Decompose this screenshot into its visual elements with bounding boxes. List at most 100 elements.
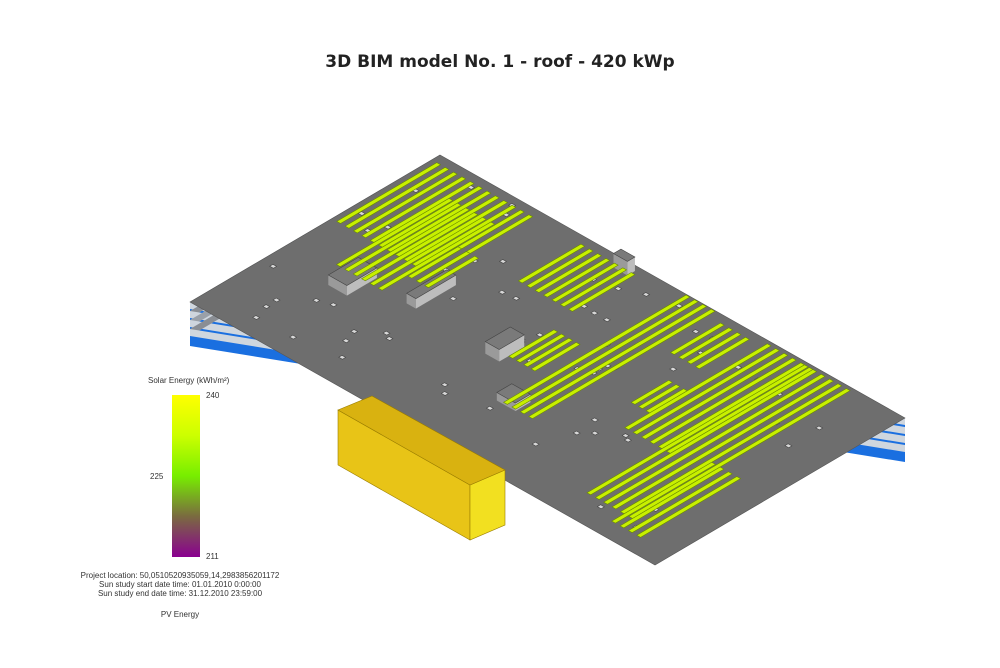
pv-panel-row	[415, 251, 471, 284]
pv-panel-row	[630, 379, 674, 405]
pv-panel-row	[694, 336, 750, 370]
roof-vent	[590, 310, 599, 316]
roof-vent	[784, 443, 793, 449]
pv-panel-row	[336, 162, 442, 224]
legend-title: Solar Energy (kWh/m²)	[148, 376, 230, 385]
roof-vent	[440, 391, 449, 396]
pv-panel-row	[594, 369, 818, 500]
roof-vent	[262, 304, 271, 309]
pv-panel-row	[611, 378, 834, 510]
pv-panel-row	[559, 267, 628, 308]
roof-vent	[269, 263, 278, 269]
pv-panel-row	[344, 166, 450, 229]
roof-vent	[642, 292, 651, 297]
roof-vent	[815, 425, 824, 431]
pv-panel-row	[352, 207, 471, 277]
roof-vent	[623, 437, 632, 443]
roof-vent	[669, 366, 678, 372]
roof-block-top	[612, 248, 636, 262]
pv-panel-row	[517, 243, 586, 284]
study-end: Sun study end date time: 31.12.2010 23:5…	[97, 589, 263, 598]
roof-vent	[590, 417, 599, 423]
roof-block-top	[484, 326, 525, 350]
pv-panel-row	[568, 272, 636, 312]
roof-vent	[252, 315, 261, 320]
roof-vent	[312, 297, 321, 303]
roof-vent	[440, 382, 449, 388]
pv-panel-row	[377, 221, 496, 291]
roof-vent	[590, 430, 599, 436]
legend-caption: PV Energy	[160, 610, 200, 619]
roof-vent	[602, 317, 611, 323]
pv-panel-row	[611, 461, 717, 524]
roof-vent	[382, 330, 391, 336]
pv-panel-row	[619, 466, 725, 529]
pv-panel-row	[669, 322, 725, 355]
pv-panel-row	[649, 357, 797, 445]
roof-block-front	[485, 341, 500, 362]
pv-panel-row	[627, 471, 733, 534]
pv-panel-row	[508, 329, 559, 359]
pv-panel-row	[632, 348, 780, 435]
diagram-title: 3D BIM model No. 1 - roof - 420 kWp	[325, 52, 675, 72]
pv-panel-row	[511, 299, 699, 410]
roof-vent	[485, 405, 494, 411]
pv-panel-row	[530, 342, 581, 372]
pv-panel-row	[335, 198, 454, 267]
roof-vent	[338, 354, 347, 360]
annex-top	[337, 395, 506, 486]
pv-panel-row	[523, 337, 574, 368]
pv-panel-row	[636, 476, 742, 538]
pv-panel-row	[586, 364, 809, 496]
study-start: Sun study start date time: 01.01.2010 0:…	[99, 580, 261, 589]
legend-min: 211	[206, 552, 219, 561]
roof-vent	[385, 336, 394, 341]
roof-vent	[614, 286, 623, 291]
legend-color-scale	[172, 395, 200, 557]
project-location: Project location: 50,0510520935059,14,29…	[80, 571, 280, 580]
roof-vent	[449, 296, 458, 301]
pv-panel-row	[551, 262, 619, 303]
pv-panel-row	[603, 373, 826, 505]
roof-vent	[621, 433, 630, 438]
roof-vent	[272, 297, 281, 303]
roof-vent	[512, 295, 521, 301]
roof-block-side	[499, 334, 525, 362]
pv-panel-row	[624, 343, 772, 431]
pv-panel-row	[361, 212, 479, 282]
pv-panel-row	[407, 246, 463, 279]
pv-panel-row	[519, 304, 708, 415]
roof-vent	[498, 289, 507, 295]
roof-vent	[675, 303, 684, 309]
legend-max: 240	[206, 391, 220, 400]
roof-vent	[289, 334, 298, 340]
roof-vent	[691, 329, 700, 334]
pv-panel-row	[640, 352, 789, 440]
pv-panel-row	[424, 255, 480, 289]
roof-vent	[535, 332, 544, 338]
pv-panel-row	[352, 171, 458, 234]
pv-panel-row	[638, 384, 681, 409]
roof-vent	[572, 430, 581, 436]
roof-vent	[531, 441, 540, 447]
pv-panel-row	[542, 257, 611, 298]
roof-vent	[498, 259, 508, 264]
pv-panel-row	[686, 332, 742, 365]
roof-vent	[329, 302, 338, 308]
pv-panel-row	[526, 248, 594, 289]
pv-panel-row	[528, 308, 716, 419]
pv-panel-row	[534, 253, 603, 293]
roof-vent	[341, 338, 351, 344]
roof-vent	[383, 224, 392, 230]
pv-panel-row	[502, 294, 691, 405]
roof-vent	[596, 504, 605, 510]
pv-panel-row	[344, 202, 462, 272]
pv-panel-row	[361, 176, 467, 239]
pv-panel-row	[678, 327, 734, 360]
roof-block-front	[406, 293, 416, 309]
roof-vent	[350, 329, 359, 334]
pv-panel-row	[515, 333, 566, 363]
roof-block-side	[627, 257, 635, 276]
legend-mid: 225	[150, 472, 164, 481]
